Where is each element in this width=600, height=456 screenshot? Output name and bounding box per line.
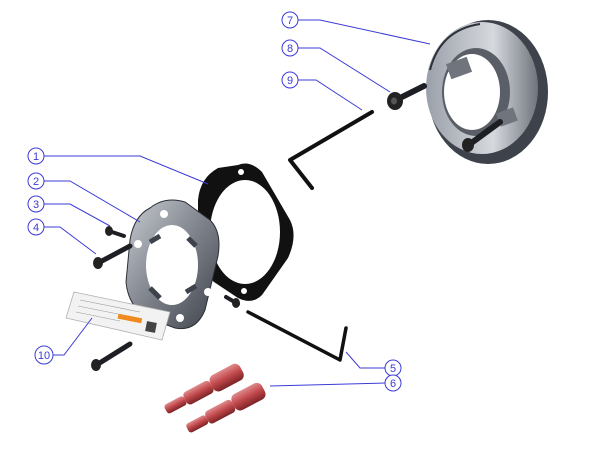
leader-6 xyxy=(269,382,386,387)
part-8-socket-screw xyxy=(387,83,427,110)
part-3-small-screw xyxy=(105,226,126,238)
leader-5 xyxy=(345,351,385,369)
leader-9 xyxy=(298,79,363,111)
leader-1 xyxy=(44,155,209,185)
part-7-mounting-ring xyxy=(426,20,548,164)
part-6-connector-lower xyxy=(186,382,266,433)
part-2-adapter-flange xyxy=(125,199,220,330)
balloon-4: 4 xyxy=(27,218,45,236)
leader-8 xyxy=(298,47,391,93)
ring-installed-screw xyxy=(462,119,503,152)
leader-4 xyxy=(44,226,97,255)
svg-text:1: 1 xyxy=(33,151,39,163)
loose-screw xyxy=(91,341,133,371)
part-4-countersunk-screw xyxy=(93,243,133,269)
svg-text:5: 5 xyxy=(390,363,396,375)
part-1-gasket xyxy=(198,163,294,301)
balloon-8: 8 xyxy=(281,39,299,57)
balloon-5: 5 xyxy=(384,359,402,377)
balloon-3: 3 xyxy=(27,195,45,213)
balloon-9: 9 xyxy=(281,71,299,89)
balloon-1: 1 xyxy=(27,147,45,165)
leader-lines xyxy=(44,19,431,387)
svg-text:10: 10 xyxy=(38,350,50,362)
part-6-connector-upper xyxy=(164,363,244,414)
leader-7 xyxy=(298,19,431,45)
leader-2 xyxy=(44,180,141,223)
svg-text:7: 7 xyxy=(287,15,293,27)
balloon-10: 10 xyxy=(34,345,54,365)
part-10-label-sticker xyxy=(65,291,171,341)
svg-text:6: 6 xyxy=(390,378,396,390)
svg-text:3: 3 xyxy=(33,199,39,211)
svg-text:9: 9 xyxy=(287,75,293,87)
balloon-7: 7 xyxy=(281,11,299,29)
svg-text:8: 8 xyxy=(287,43,293,55)
balloon-2: 2 xyxy=(27,172,45,190)
gasket-screw xyxy=(224,295,240,308)
part-5-hex-key xyxy=(246,310,348,362)
leader-10 xyxy=(52,317,93,356)
svg-text:2: 2 xyxy=(33,176,39,188)
leader-3 xyxy=(44,203,111,227)
balloon-6: 6 xyxy=(384,374,402,392)
svg-text:4: 4 xyxy=(33,222,39,234)
part-9-hex-key xyxy=(288,110,374,190)
